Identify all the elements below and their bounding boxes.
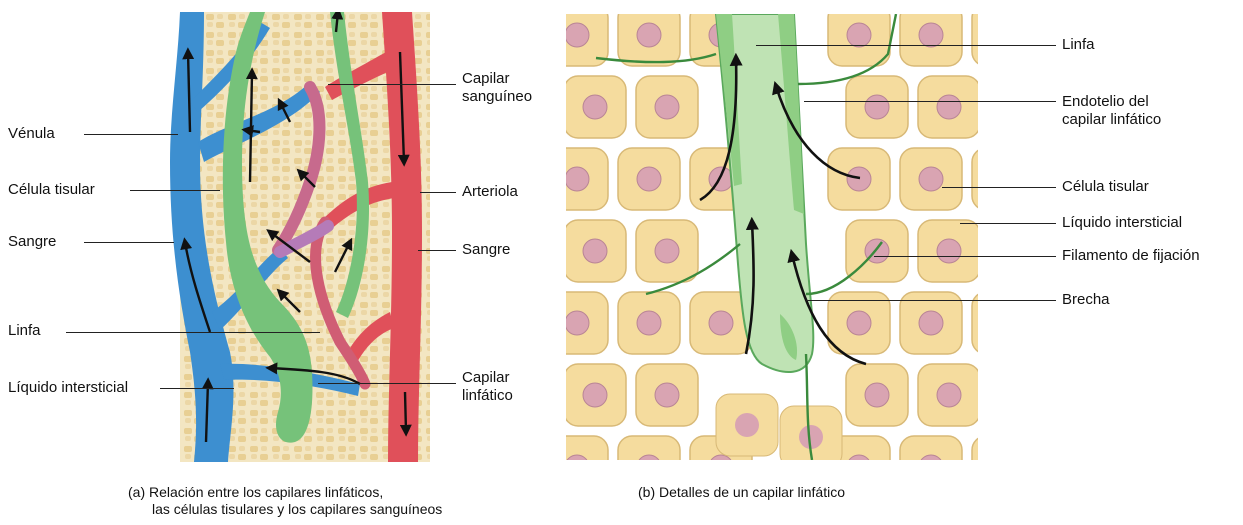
caption-panel-b: (b) Detalles de un capilar linfático <box>638 484 845 501</box>
cell-nucleus <box>937 95 961 119</box>
cell-nucleus <box>655 239 679 263</box>
label-venula: Vénula <box>8 125 55 143</box>
cell-nucleus <box>919 23 943 47</box>
panel-a-illustration <box>160 12 450 462</box>
cell-nucleus <box>655 383 679 407</box>
cell-nucleus <box>637 311 661 335</box>
caption-panel-a-line1: (a) Relación entre los capilares linfáti… <box>128 484 383 501</box>
label-capilar-linfatico: Capilar linfático <box>462 369 513 405</box>
leader-linfa-b <box>756 45 1056 46</box>
leader-liquido-a <box>160 388 234 389</box>
cell-nucleus <box>583 239 607 263</box>
label-celula-tisular-a: Célula tisular <box>8 181 95 199</box>
leader-endotelio <box>804 101 1056 102</box>
cell-nucleus <box>566 167 589 191</box>
leader-arteriola <box>420 192 456 193</box>
cell-nucleus <box>655 95 679 119</box>
label-brecha: Brecha <box>1062 291 1110 309</box>
leader-filamento <box>874 256 1056 257</box>
cell-nucleus <box>583 95 607 119</box>
cell-nucleus <box>847 23 871 47</box>
label-celula-tisular-b: Célula tisular <box>1062 178 1149 196</box>
label-linfa-b: Linfa <box>1062 36 1095 54</box>
label-filamento: Filamento de fijación <box>1062 247 1200 265</box>
leader-capilar-linfatico <box>318 383 456 384</box>
leader-celula-tisular-b <box>942 187 1056 188</box>
cell-nucleus <box>583 383 607 407</box>
label-sangre-a-left: Sangre <box>8 233 56 251</box>
cell-nucleus <box>637 167 661 191</box>
label-arteriola: Arteriola <box>462 183 518 201</box>
label-liquido-intersticial-a: Líquido intersticial <box>8 379 128 397</box>
tissue-cell <box>972 148 978 210</box>
leader-capilar-sanguineo <box>328 84 456 85</box>
cell-nucleus <box>566 311 589 335</box>
caption-panel-a-line2: las células tisulares y los capilares sa… <box>152 501 442 518</box>
label-endotelio: Endotelio del capilar linfático <box>1062 93 1161 129</box>
cell-nucleus <box>919 167 943 191</box>
cell-nucleus <box>937 239 961 263</box>
label-linfa-a: Linfa <box>8 322 41 340</box>
tissue-cell <box>972 14 978 66</box>
leader-sangre-a-right <box>418 250 456 251</box>
panel-b-illustration <box>566 14 978 460</box>
label-liquido-intersticial-b: Líquido intersticial <box>1062 214 1182 232</box>
cell-nucleus <box>919 311 943 335</box>
cell-nucleus <box>709 311 733 335</box>
label-capilar-sanguineo: Capilar sanguíneo <box>462 70 532 106</box>
leader-linfa-a <box>66 332 320 333</box>
cell-nucleus <box>865 95 889 119</box>
cell-nucleus <box>937 383 961 407</box>
cell-nucleus <box>566 23 589 47</box>
cell-nucleus <box>637 23 661 47</box>
cell-nucleus <box>865 383 889 407</box>
label-sangre-a-right: Sangre <box>462 241 510 259</box>
leader-brecha <box>806 300 1056 301</box>
leader-venula <box>84 134 178 135</box>
leader-sangre-a <box>84 242 174 243</box>
tissue-cell <box>972 292 978 354</box>
leader-celula-tisular-a <box>130 190 220 191</box>
cell-nucleus <box>735 413 759 437</box>
leader-liquido-b <box>960 223 1056 224</box>
cell-nucleus <box>847 311 871 335</box>
